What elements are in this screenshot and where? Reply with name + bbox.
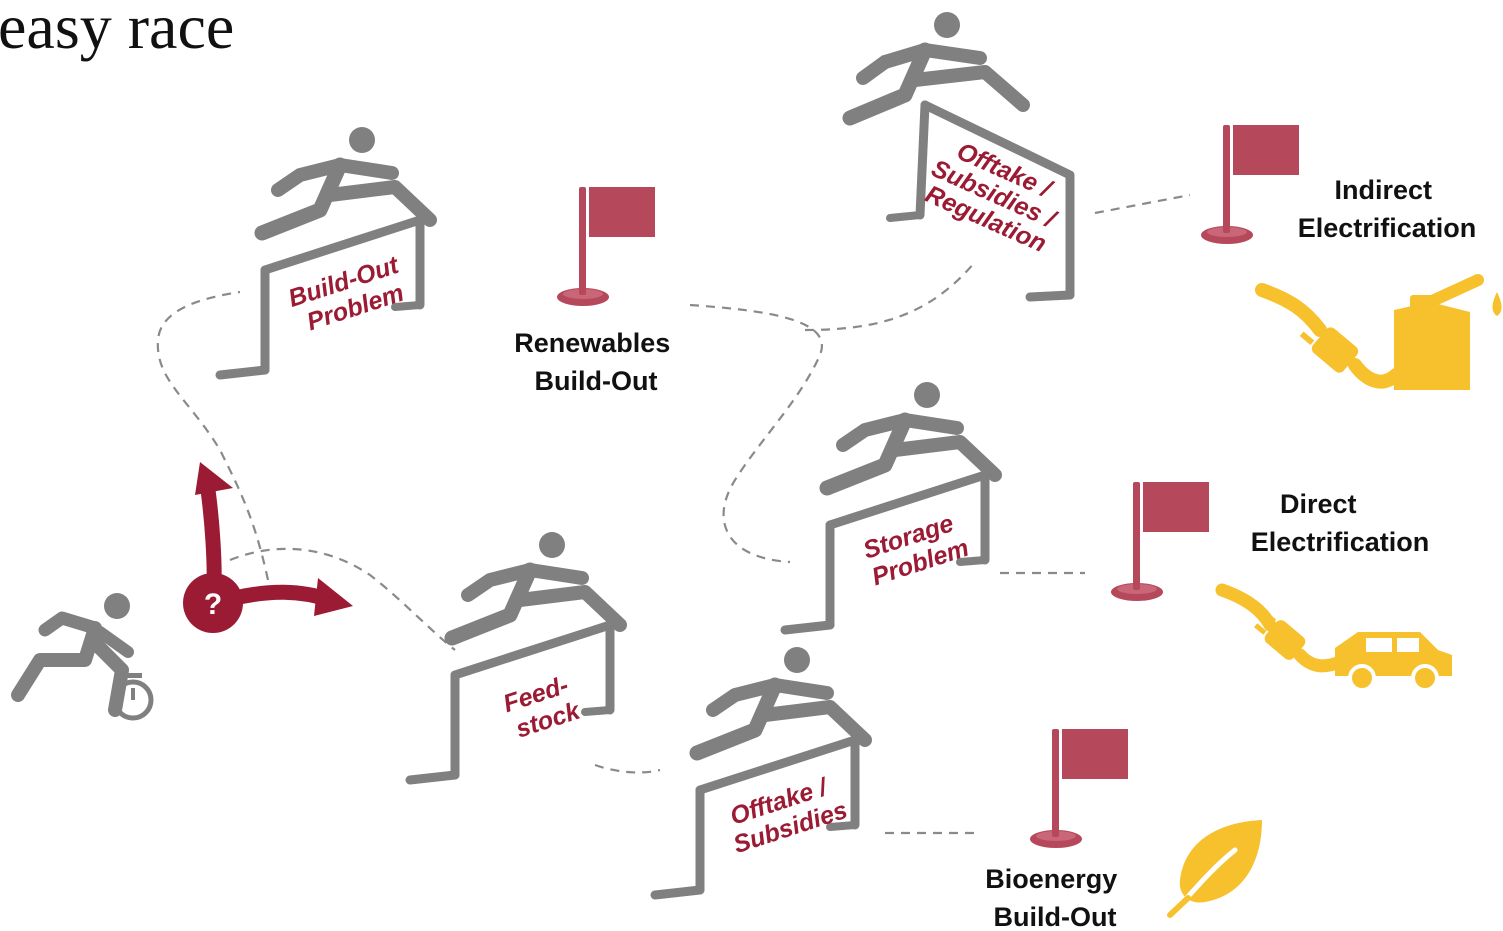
hurdle-offtake-reg: Offtake / Subsidies / Regulation [842,12,1076,302]
flag-icon [1111,482,1209,601]
goal-label-line: Direct [1280,489,1357,519]
hurdle-offtake: Offtake / Subsidies [655,647,865,895]
path-feedstock-to-offtake [594,763,661,774]
goal-renewables: Renewables Build-Out [514,187,678,396]
hurdle-feedstock: Feed- stock [410,532,620,780]
flag-icon [1030,729,1128,848]
hurdle-build-out: Build-Out Problem [220,127,430,375]
goal-label-line: Indirect [1334,175,1432,205]
path-offtake-reg-to-indirect [1094,193,1191,215]
choice-symbol: ? [204,588,222,621]
plug-car-icon [1215,583,1452,692]
hurdle-storage: Storage Problem [785,382,995,630]
plug-fuel-can-icon [1255,274,1502,390]
leaf-icon [1167,820,1262,918]
page-title: easy race [0,0,234,62]
race-path-lines [156,193,1191,835]
goal-label-line: Build-Out [994,902,1117,931]
svg-text:Storage Problem: Storage Problem [860,507,972,591]
goal-label-line: Build-Out [535,366,658,396]
path-start-to-feedstock [229,547,456,651]
path-renewables-to-storage [689,303,823,564]
decision-arrows: ? [183,462,353,633]
goal-indirect: Indirect Electrification [1201,125,1502,390]
svg-text:Offtake / Subsidies: Offtake / Subsidies [721,769,851,859]
svg-text:Build-Out Problem: Build-Out Problem [285,249,417,340]
runner-start-icon [11,593,134,717]
svg-text:Offtake / Subsidies /: Offtake / Subsidies / Regulation [917,131,1076,261]
path-start-to-buildout [156,290,270,581]
goal-direct: Direct Electrification [1111,482,1452,692]
goal-label-line: Electrification [1298,213,1477,243]
svg-text:Feed- stock: Feed- stock [500,669,587,745]
stopwatch-icon [112,673,154,721]
svg-text:Direct Electrification: Direct Electrification [1251,489,1430,557]
svg-text:Indirect Electrification: Indirect Electrification [1298,175,1477,243]
svg-text:Bioenergy Build-Out: Bioenergy Build-Out [985,864,1125,931]
goal-bioenergy: Bioenergy Build-Out [985,729,1262,931]
path-renewables-to-offtake-reg [804,261,976,332]
choice-marker [183,573,243,633]
goal-label-line: Bioenergy [985,864,1117,894]
goal-label-line: Electrification [1251,527,1430,557]
goal-label-line: Renewables [514,328,670,358]
svg-text:Renewables Build-Out: Renewables Build-Out [514,328,678,396]
flag-icon [557,187,655,306]
flag-icon [1201,125,1299,244]
